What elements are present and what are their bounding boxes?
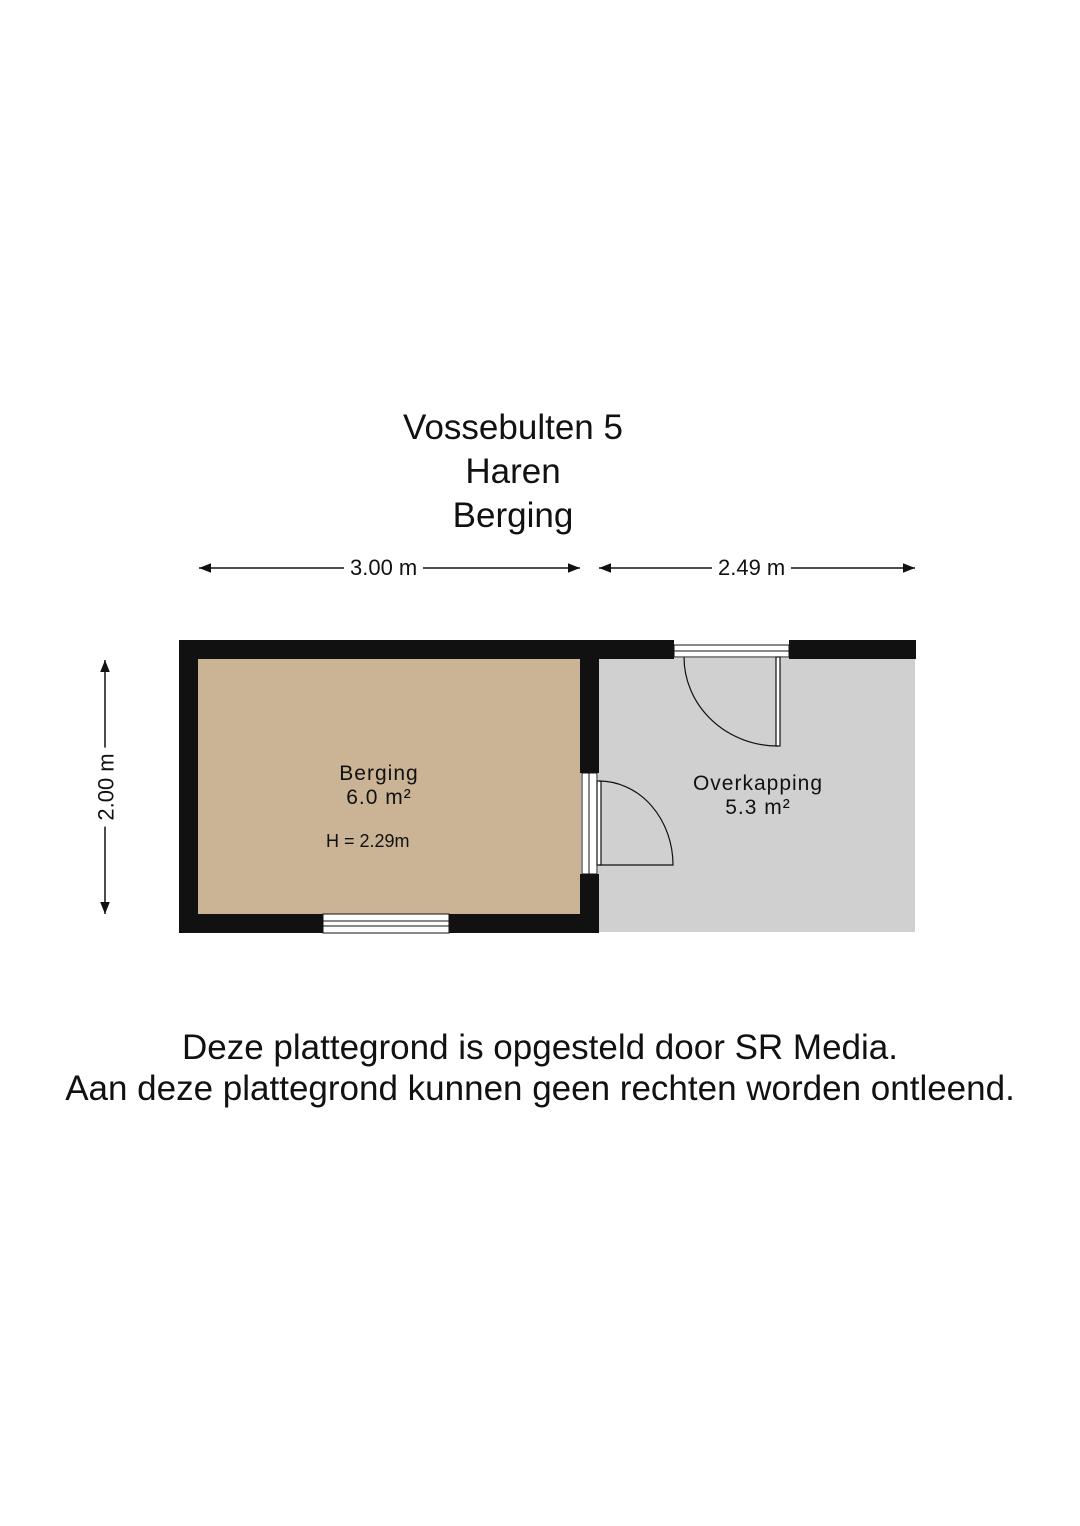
door-top-frame [673,644,790,658]
disclaimer: Deze plattegrond is opgesteld door SR Me… [0,1027,1080,1109]
address-title: Vossebulten 5 [403,408,623,447]
disclaimer-line-2: Aan deze plattegrond kunnen geen rechten… [65,1069,1015,1108]
room-area-overkapping: 5.3 m² [725,796,791,819]
room-fill-berging [198,658,581,914]
room-name-overkapping: Overkapping [692,772,824,795]
dim-label-width-left: 3.00 m [344,555,424,581]
dim-label-depth: 2.00 m [93,747,120,827]
walls [179,640,916,933]
floor-title: Berging [452,496,574,535]
city-title: Haren [465,452,561,491]
door-side-swing [596,780,674,866]
plan-title: Vossebulten 5 Haren Berging [313,406,713,538]
door-top-swing [683,656,781,747]
room-name-berging: Berging [339,762,419,785]
room-fill-overkapping [598,658,915,932]
room-height-berging: H = 2.29m [326,831,410,851]
window-bottom [322,913,450,934]
door-side-frame [581,772,598,875]
room-area-berging: 6.0 m² [346,786,412,809]
room-label-overkapping: Overkapping 5.3 m² [668,772,848,820]
room-label-berging: Berging 6.0 m² [299,762,459,810]
disclaimer-line-1: Deze plattegrond is opgesteld door SR Me… [182,1028,898,1067]
dim-label-width-right: 2.49 m [712,555,792,581]
